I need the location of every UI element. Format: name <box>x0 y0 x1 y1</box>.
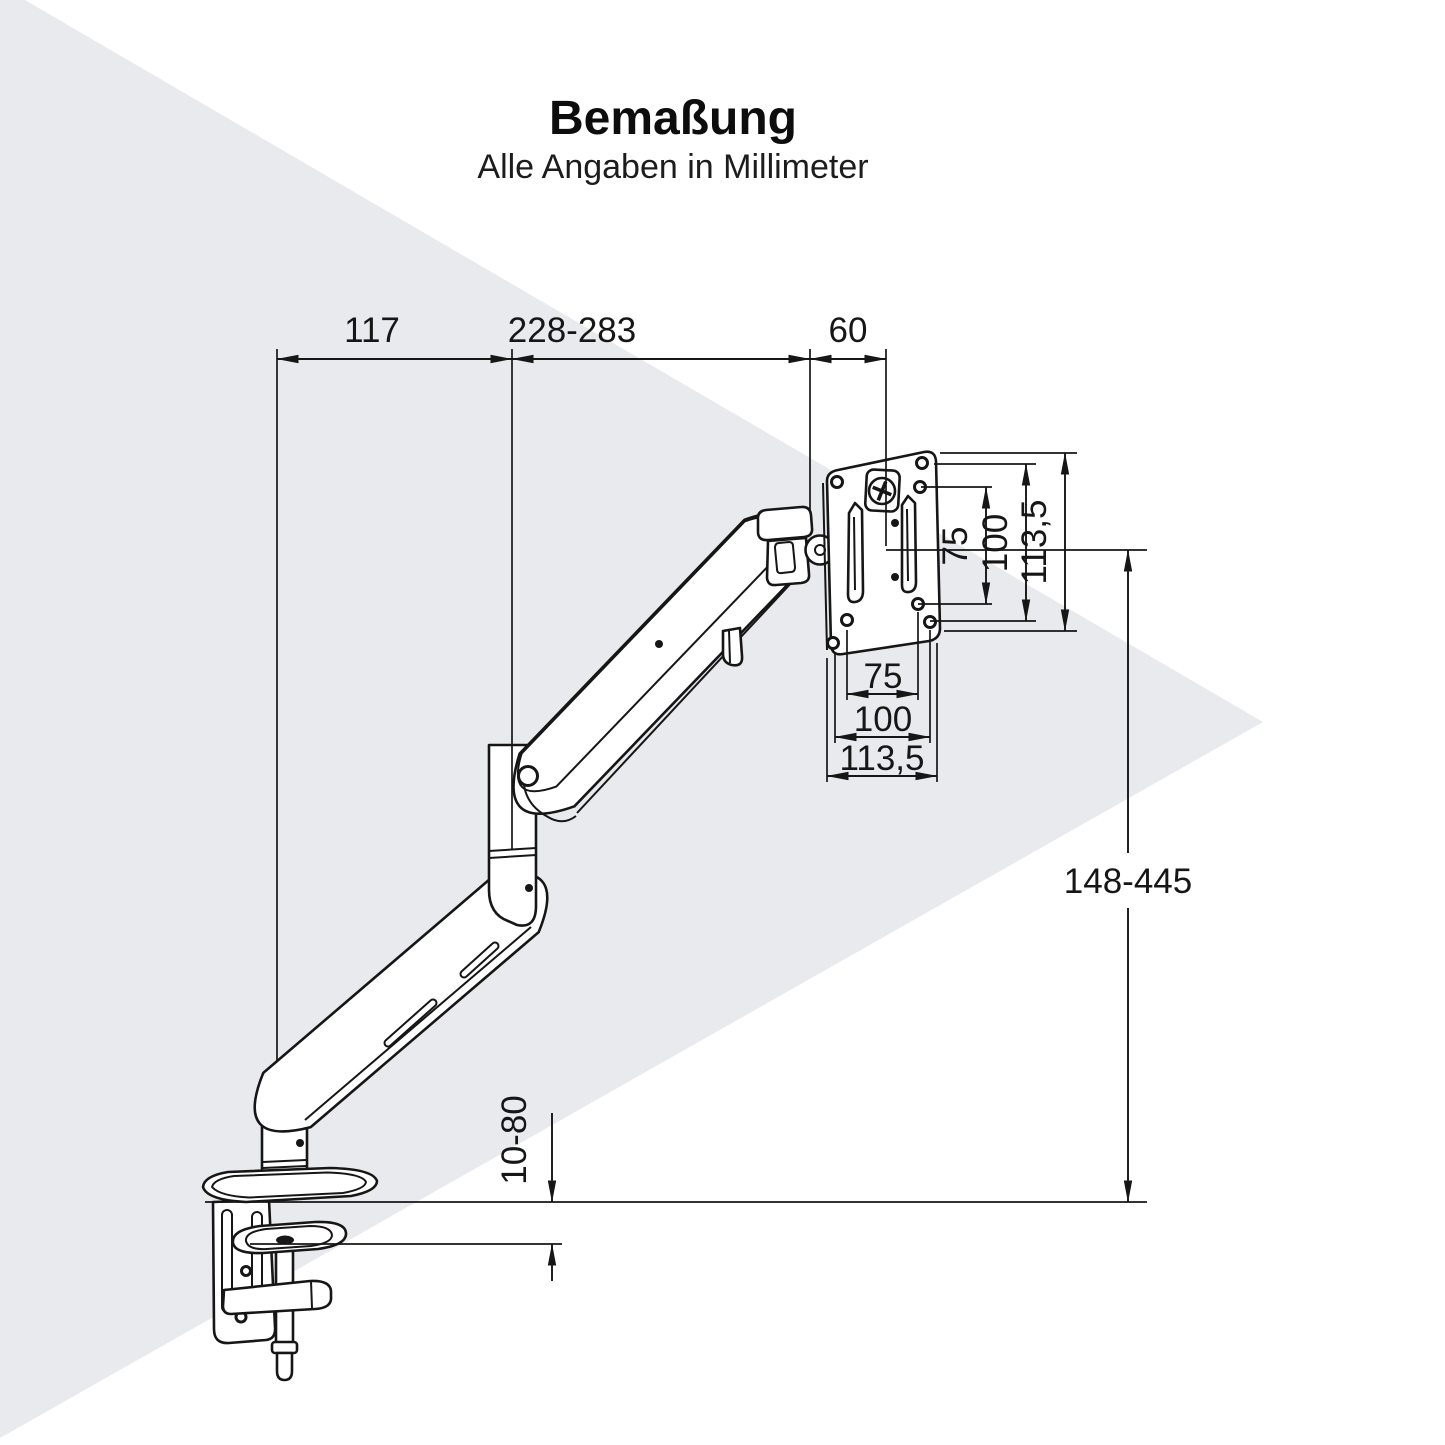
vesa-slot-left <box>846 501 865 604</box>
base-plate-rim <box>211 1171 367 1199</box>
lower-arm-edge-line <box>304 926 532 1121</box>
base-plate <box>201 1166 379 1204</box>
head-joint <box>756 505 836 587</box>
clamp-lower-jaw <box>221 1279 333 1316</box>
dim-label-h75: 75 <box>864 657 903 696</box>
head-cap <box>756 505 814 542</box>
dim-label-height: 148-445 <box>1064 862 1192 901</box>
dim-label-v75: 75 <box>936 527 975 566</box>
pole-band-line <box>262 1159 307 1163</box>
cable-clip-line <box>728 629 731 664</box>
bracket-hole <box>240 1265 252 1277</box>
dim-label-117: 117 <box>344 311 400 350</box>
lower-arm-body <box>253 872 549 1133</box>
desk-clamp <box>211 1198 348 1382</box>
elbow-band-line <box>488 854 537 859</box>
dim-top-chain: 117 228-283 60 <box>276 311 887 850</box>
jaw-edge-line <box>310 1280 313 1309</box>
dim-height-range: 148-445 <box>205 549 1192 1203</box>
dim-label-228-283: 228-283 <box>508 311 636 350</box>
dim-label-60: 60 <box>829 311 868 350</box>
dimensions: 117 228-283 60 75 100 113,5 <box>205 311 1192 1281</box>
dim-label-h1135: 113,5 <box>840 739 925 778</box>
arm-cap-curve <box>522 769 577 823</box>
head-clevis <box>765 536 811 587</box>
dim-label-v1135: 113,5 <box>1015 500 1054 585</box>
dim-label-h100: 100 <box>854 700 912 739</box>
vesa-hole <box>830 475 844 489</box>
lower-arm-highlights <box>383 941 500 1048</box>
elbow-screw-dot <box>525 884 533 892</box>
arm-screw-dot <box>655 640 663 648</box>
vesa-slot-right <box>900 494 918 594</box>
page-title: Bemaßung <box>549 92 797 145</box>
clevis-notch <box>774 541 796 575</box>
vesa-hole <box>826 636 840 650</box>
dim-clamp-range: 10-80 <box>250 1095 562 1281</box>
arm-cap-screw <box>517 765 539 787</box>
vesa-dot <box>891 573 899 581</box>
page-subtitle: Alle Angaben in Millimeter <box>477 148 868 186</box>
vesa-hole <box>923 615 937 629</box>
vesa-slot-left-inner <box>853 516 856 591</box>
dim-label-v100: 100 <box>976 514 1015 572</box>
clamp-pad-inner <box>244 1225 333 1251</box>
monitor-arm-drawing <box>201 450 942 1382</box>
mount-screw-cross <box>872 481 892 501</box>
cable-clip <box>721 626 744 667</box>
vesa-hole <box>915 456 929 470</box>
dim-label-clamp: 10-80 <box>495 1095 534 1185</box>
lower-arm <box>253 872 549 1133</box>
screw-knob-collar <box>270 1340 299 1355</box>
vesa-plate <box>822 450 942 656</box>
dim-vesa-vertical: 75 100 113,5 <box>918 452 1077 632</box>
extension-lines-behind <box>276 349 811 1086</box>
dim-vesa-horizontal: 75 100 113,5 <box>826 612 938 782</box>
vesa-hole <box>840 613 854 627</box>
upper-arm-edge-line <box>576 579 795 814</box>
vesa-dot <box>891 519 899 527</box>
pole-screw-dot <box>296 1139 304 1147</box>
plate-thickness-line <box>822 482 828 651</box>
title-block: Bemaßung Alle Angaben in Millimeter <box>477 92 868 186</box>
screw-knob <box>275 1351 294 1382</box>
pole-band-line <box>262 1165 307 1169</box>
vesa-slot-right-inner <box>906 508 909 582</box>
pad-screw-dot <box>276 1235 294 1245</box>
